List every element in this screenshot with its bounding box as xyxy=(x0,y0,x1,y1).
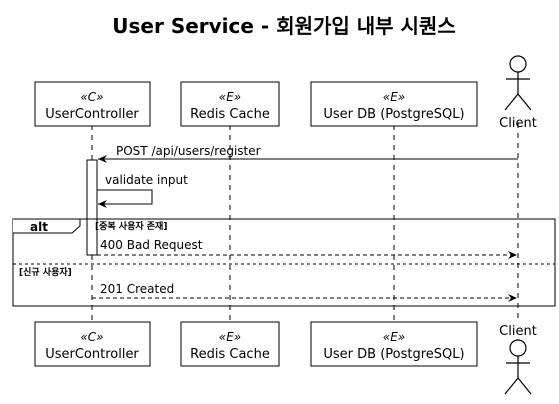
participant-name-user-db-bottom: User DB (PostgreSQL) xyxy=(323,347,464,362)
alt-guard-duplicate: [중복 사용자 존재] xyxy=(95,220,167,232)
participant-name-user-db: User DB (PostgreSQL) xyxy=(323,107,464,122)
actor-client-top xyxy=(504,55,532,111)
stereotype-usercontroller-bottom: «C» xyxy=(80,330,103,344)
message-label-validate: validate input xyxy=(105,173,188,187)
actor-name-client-bottom: Client xyxy=(499,324,537,339)
participant-redis-cache-bottom: «E» Redis Cache xyxy=(180,321,280,367)
actor-client-bottom xyxy=(504,339,532,395)
participant-usercontroller-bottom: «C» UserController xyxy=(34,321,151,367)
alt-fragment-tab xyxy=(13,218,81,234)
participant-redis-cache-top: «E» Redis Cache xyxy=(180,81,280,127)
activation-bar-usercontroller xyxy=(86,159,98,256)
alt-guard-new: [신규 사용자] xyxy=(19,266,72,278)
stereotype-redis-cache: «E» xyxy=(219,90,241,104)
actor-head-icon xyxy=(509,55,527,73)
stereotype-usercontroller: «C» xyxy=(80,90,103,104)
participant-name-usercontroller-bottom: UserController xyxy=(45,347,139,362)
participant-name-usercontroller: UserController xyxy=(45,107,139,122)
message-label-bad-request: 400 Bad Request xyxy=(100,238,203,252)
message-label-register: POST /api/users/register xyxy=(116,144,261,158)
participant-user-db-bottom: «E» User DB (PostgreSQL) xyxy=(310,321,478,367)
actor-name-client-top: Client xyxy=(499,116,537,131)
stereotype-redis-cache-bottom: «E» xyxy=(219,330,241,344)
participant-name-redis-cache-bottom: Redis Cache xyxy=(190,347,270,362)
message-arrow-validate xyxy=(97,189,153,208)
actor-head-icon-bottom xyxy=(509,339,527,357)
alt-fragment xyxy=(12,218,556,307)
diagram-title: User Service - 회원가입 내부 시퀀스 xyxy=(112,14,455,38)
participant-user-db-top: «E» User DB (PostgreSQL) xyxy=(310,81,478,127)
alt-operator: alt xyxy=(30,220,48,234)
message-label-created: 201 Created xyxy=(100,282,174,296)
stereotype-user-db-bottom: «E» xyxy=(383,330,405,344)
participant-name-redis-cache: Redis Cache xyxy=(190,107,270,122)
participant-usercontroller-top: «C» UserController xyxy=(34,81,151,127)
stereotype-user-db: «E» xyxy=(383,90,405,104)
